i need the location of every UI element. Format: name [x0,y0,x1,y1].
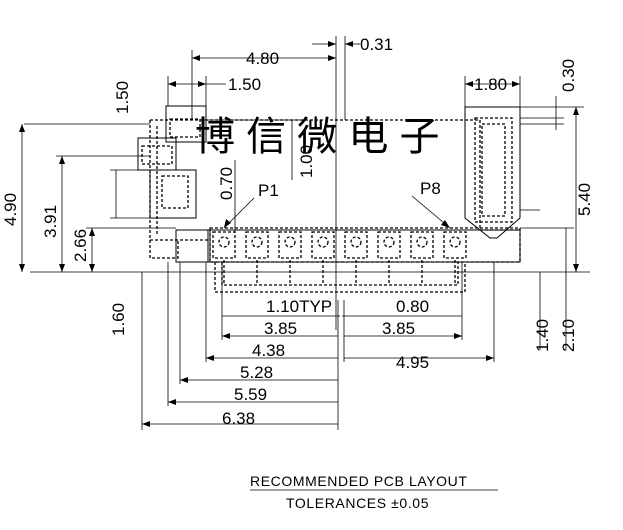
pin-pad-hole [284,236,296,248]
dim-100: 1.00 [297,145,316,178]
dimension-lines [21,36,590,430]
pin-pad-hole [416,236,428,248]
caption-tolerance: TOLERANCES ±0.05 [286,495,429,511]
pin-pad-hole [449,236,461,248]
dim-030: 0.30 [559,59,578,92]
dim-031: 0.31 [360,35,393,54]
pin-label-p8: P8 [420,179,441,198]
dimension-labels: 4.80 0.31 1.50 1.80 0.30 1.50 1.00 0.70 … [1,35,594,428]
caption-title: RECOMMENDED PCB LAYOUT [250,473,468,489]
dim-638: 6.38 [222,409,255,428]
dim-140: 1.40 [533,319,552,352]
pin-label-p1: P1 [258,181,279,200]
pin-pad-hole [251,236,263,248]
pin-pad [245,231,269,259]
watermark-text: 博 信 微 电 子 [195,115,439,159]
dim-266: 2.66 [71,229,90,262]
pin-pad-hole [218,236,230,248]
pin-pads [212,231,467,285]
dim-080: 0.80 [396,297,429,316]
dim-490: 4.90 [1,193,20,226]
dim-180: 1.80 [474,75,507,94]
pin-pad [410,231,434,259]
dim-438: 4.38 [252,341,285,360]
pin-pad [344,231,368,259]
pin-pad [443,231,467,259]
dim-210: 2.10 [559,319,578,352]
dim-110typ: 1.10TYP [266,297,332,316]
dim-391: 3.91 [41,205,60,238]
dim-070: 0.70 [217,167,236,200]
dim-160: 1.60 [109,303,128,336]
pin-pad [278,231,302,259]
pin-pad-hole [350,236,362,248]
pin-pad-hole [383,236,395,248]
pin-pad [377,231,401,259]
dim-150-v: 1.50 [113,81,132,114]
dim-385-right: 3.85 [382,319,415,338]
dim-480: 4.80 [246,49,279,68]
caption-block: RECOMMENDED PCB LAYOUT TOLERANCES ±0.05 [250,473,498,511]
dim-540: 5.40 [575,183,594,216]
pin-pad-hole [317,236,329,248]
dim-385-left: 3.85 [264,319,297,338]
dim-150-h: 1.50 [228,75,261,94]
arrowheads [19,41,579,427]
dim-528: 5.28 [240,363,273,382]
dim-559: 5.59 [234,385,267,404]
dim-495: 4.95 [396,353,429,372]
pin-pad [212,231,236,259]
pin-pad [311,231,335,259]
